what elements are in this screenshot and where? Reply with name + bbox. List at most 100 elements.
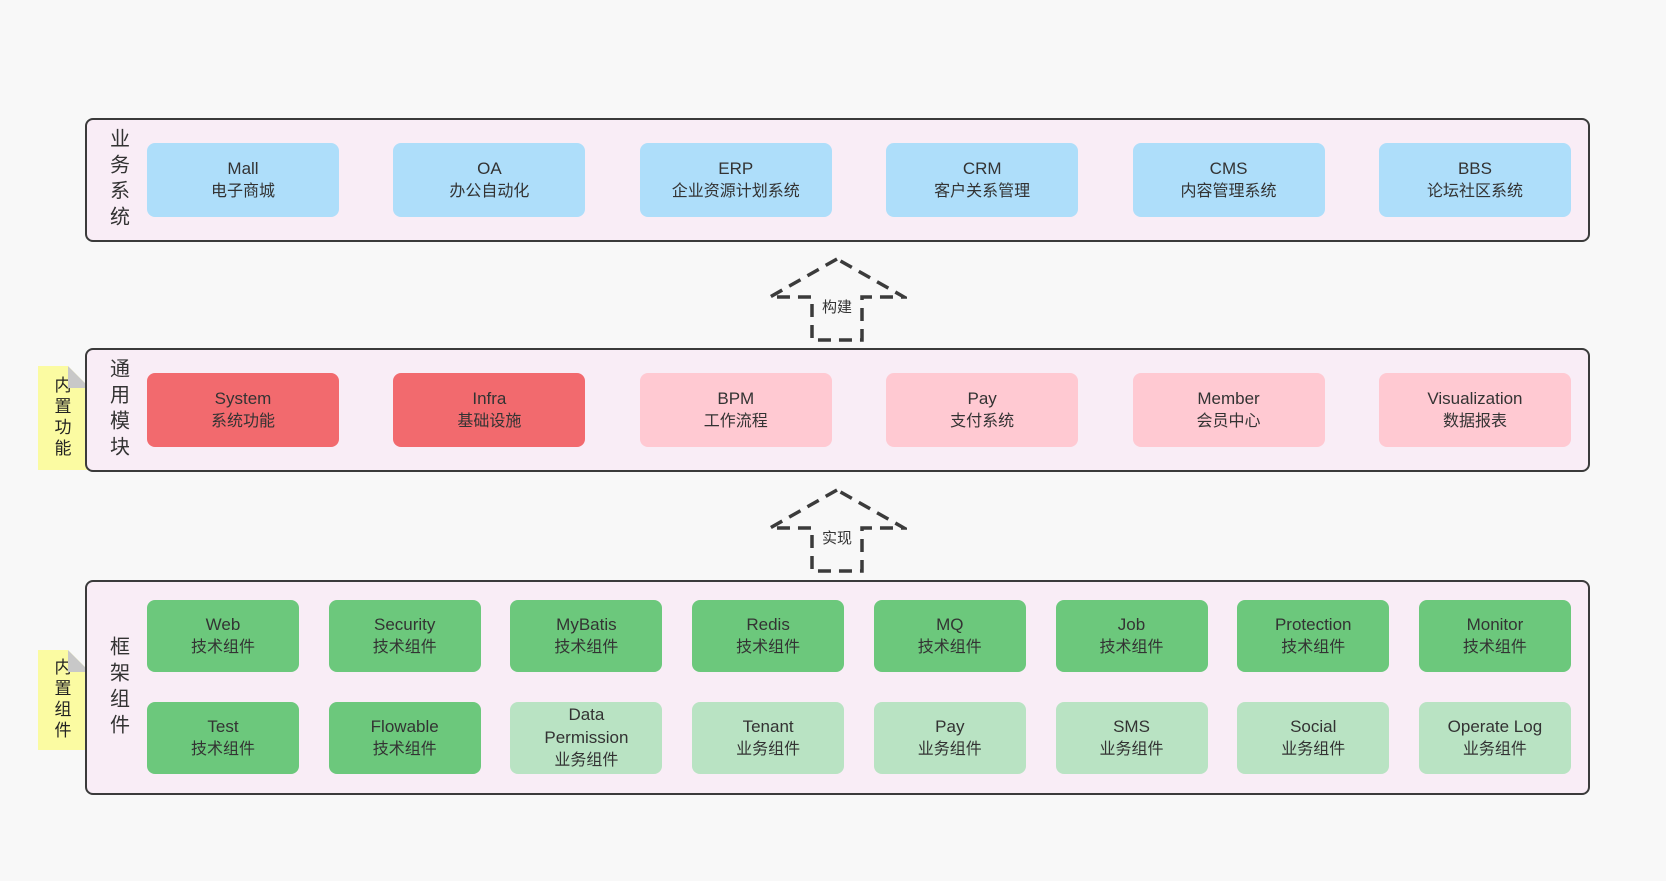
box-redis: Redis 技术组件 [692,600,845,672]
band-common-modules: 通用模块 System 系统功能 Infra 基础设施 BPM 工作流程 Pay… [85,348,1590,472]
box-tenant-name: Tenant [742,716,794,736]
box-pay-module-name: Pay [967,388,997,408]
box-cms-subtitle: 内容管理系统 [1180,182,1277,200]
box-test: Test 技术组件 [147,702,299,774]
box-sms: SMS 业务组件 [1055,702,1208,774]
box-mq: MQ 技术组件 [873,600,1026,672]
band-business-systems-label: 业务系统 [106,128,129,232]
box-job-subtitle: 技术组件 [1099,638,1164,656]
box-system: System 系统功能 [147,373,339,447]
box-mall-subtitle: 电子商城 [210,182,275,200]
box-monitor-name: Monitor [1466,614,1524,634]
box-crm-subtitle: 客户关系管理 [934,182,1031,200]
box-tenant-subtitle: 业务组件 [736,740,801,758]
box-member: Member 会员中心 [1132,373,1325,447]
band-common-modules-label: 通用模块 [106,358,129,462]
box-protection-subtitle: 技术组件 [1281,638,1346,656]
box-crm-name: CRM [962,158,1002,178]
box-oa: OA 办公自动化 [393,143,586,217]
box-erp-name: ERP [718,158,754,178]
box-pay-component-name: Pay [935,716,965,736]
band-framework-components: 框架组件 Web 技术组件 Security 技术组件 MyBatis 技术组件… [85,580,1590,795]
box-social-name: Social [1290,716,1337,736]
sticky-built-in-components-label: 内置组件 [51,658,71,742]
box-data-permission-name: Data Permission [544,705,629,748]
sticky-built-in-features: 内置功能 [38,366,90,470]
box-flowable-subtitle: 技术组件 [372,740,437,758]
box-mybatis-name: MyBatis [556,614,617,634]
box-test-subtitle: 技术组件 [190,740,255,758]
box-member-subtitle: 会员中心 [1196,412,1261,430]
box-operate-log-name: Operate Log [1447,716,1543,736]
box-tenant: Tenant 业务组件 [692,702,845,774]
box-web-subtitle: 技术组件 [190,638,255,656]
box-mall-name: Mall [227,158,259,178]
box-infra: Infra 基础设施 [393,373,586,447]
box-bpm-name: BPM [717,388,755,408]
box-redis-subtitle: 技术组件 [736,638,801,656]
framework-components-row-1: Web 技术组件 Security 技术组件 MyBatis 技术组件 Redi… [87,600,1588,672]
box-pay-module: Pay 支付系统 [886,373,1079,447]
box-mybatis: MyBatis 技术组件 [510,600,663,672]
arrow-build-label: 构建 [818,295,856,318]
box-job-name: Job [1117,614,1146,634]
box-flowable-name: Flowable [370,716,439,736]
box-redis-name: Redis [746,614,790,634]
box-system-name: System [214,388,272,408]
box-crm: CRM 客户关系管理 [886,143,1079,217]
box-security-name: Security [373,614,436,634]
common-modules-box-row: System 系统功能 Infra 基础设施 BPM 工作流程 Pay 支付系统… [87,373,1588,447]
box-pay-module-subtitle: 支付系统 [950,412,1015,430]
box-job: Job 技术组件 [1055,600,1208,672]
box-data-permission: Data Permission 业务组件 [510,702,663,774]
box-erp: ERP 企业资源计划系统 [639,143,832,217]
box-web-name: Web [205,614,241,634]
box-mq-name: MQ [936,614,964,634]
box-erp-subtitle: 企业资源计划系统 [671,182,800,200]
box-visualization-subtitle: 数据报表 [1442,412,1507,430]
box-visualization-name: Visualization [1427,388,1523,408]
arrow-implement: 实现 [767,488,907,574]
box-security-subtitle: 技术组件 [372,638,437,656]
box-sms-name: SMS [1113,716,1150,736]
box-oa-subtitle: 办公自动化 [449,182,530,200]
box-visualization: Visualization 数据报表 [1378,373,1571,447]
box-pay-component-subtitle: 业务组件 [917,740,982,758]
box-cms-name: CMS [1209,158,1248,178]
box-monitor: Monitor 技术组件 [1418,600,1571,672]
box-protection-name: Protection [1274,614,1352,634]
box-infra-subtitle: 基础设施 [457,412,522,430]
box-bbs-name: BBS [1457,158,1492,178]
box-monitor-subtitle: 技术组件 [1462,638,1527,656]
box-bbs: BBS 论坛社区系统 [1378,143,1571,217]
box-mq-subtitle: 技术组件 [917,638,982,656]
box-test-name: Test [207,716,239,736]
box-operate-log-subtitle: 业务组件 [1462,740,1527,758]
sticky-built-in-components: 内置组件 [38,650,90,750]
box-sms-subtitle: 业务组件 [1099,740,1164,758]
band-business-systems: 业务系统 Mall 电子商城 OA 办公自动化 ERP 企业资源计划系统 CRM… [85,118,1590,242]
arrow-up-dashed-icon [767,488,907,573]
box-oa-name: OA [477,158,502,178]
arrow-build: 构建 [767,257,907,343]
box-bpm: BPM 工作流程 [639,373,832,447]
box-social-subtitle: 业务组件 [1281,740,1346,758]
box-system-subtitle: 系统功能 [210,412,275,430]
box-security: Security 技术组件 [328,600,481,672]
box-bpm-subtitle: 工作流程 [703,412,768,430]
business-systems-box-row: Mall 电子商城 OA 办公自动化 ERP 企业资源计划系统 CRM 客户关系… [87,143,1588,217]
box-operate-log: Operate Log 业务组件 [1418,702,1571,774]
box-flowable: Flowable 技术组件 [328,702,481,774]
framework-components-row-2: Test 技术组件 Flowable 技术组件 Data Permission … [87,702,1588,774]
box-member-name: Member [1197,388,1260,408]
box-data-permission-subtitle: 业务组件 [554,752,619,770]
arrow-implement-label: 实现 [818,526,856,549]
box-mall: Mall 电子商城 [147,143,339,217]
band-framework-components-label: 框架组件 [106,635,129,740]
box-cms: CMS 内容管理系统 [1132,143,1325,217]
box-web: Web 技术组件 [147,600,299,672]
box-protection: Protection 技术组件 [1237,600,1390,672]
box-mybatis-subtitle: 技术组件 [554,638,619,656]
sticky-built-in-features-label: 内置功能 [51,376,71,460]
box-bbs-subtitle: 论坛社区系统 [1426,182,1523,200]
